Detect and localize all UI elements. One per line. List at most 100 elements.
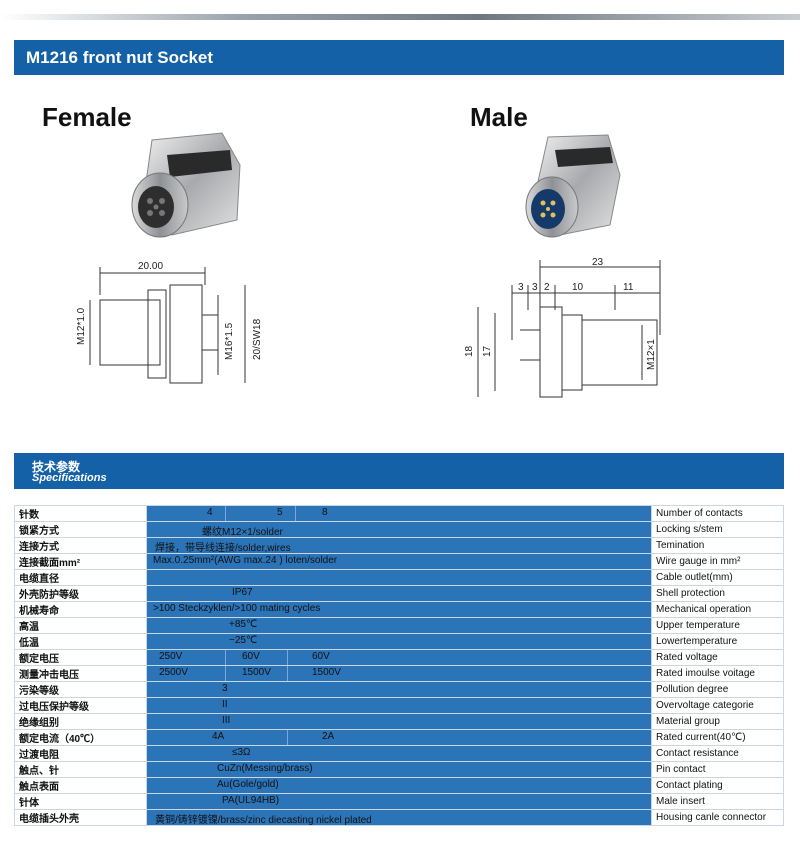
spec-value: 3 — [222, 683, 228, 694]
spec-value-cell: II — [146, 697, 652, 714]
male-connector-photo — [525, 134, 621, 238]
spec-label-en: Mechanical operation — [651, 601, 784, 618]
spec-label-en: Lowertemperature — [651, 633, 784, 650]
female-dim-thread-right: M16*1.5 — [224, 322, 235, 360]
spec-value-cell — [146, 569, 652, 586]
spec-label-cn: 针数 — [14, 505, 147, 522]
female-dim-sw: 20/SW18 — [252, 318, 263, 360]
spec-label-en: Contact plating — [651, 777, 784, 794]
spec-value: 60V — [312, 651, 330, 662]
spec-value: CuZn(Messing/brass) — [217, 763, 313, 774]
spec-value-cell: III — [146, 713, 652, 730]
spec-title-en: Specifications — [32, 472, 107, 484]
spec-value: 2A — [322, 731, 335, 742]
spec-value: +85℃ — [229, 619, 258, 630]
spec-label-cn: 针体 — [14, 793, 147, 810]
spec-label-cn: 连接方式 — [14, 537, 147, 554]
spec-row: 电缆直径 Cable outlet(mm) — [14, 569, 784, 586]
spec-value: III — [222, 715, 231, 726]
male-dim-d1: 3 — [518, 282, 524, 293]
male-dim-h2: 17 — [482, 345, 493, 357]
spec-label-cn: 外壳防护等级 — [14, 585, 147, 602]
spec-label-en: Male insert — [651, 793, 784, 810]
female-connector-photo — [131, 132, 241, 238]
spec-value-cell: 2500V 1500V 1500V — [146, 665, 652, 682]
spec-value-cell: 黄铜/铸锌镀镍/brass/zinc diecasting nickel pla… — [146, 809, 652, 826]
male-label: Male — [470, 102, 528, 132]
spec-label-en: Rated imoulse voitage — [651, 665, 784, 682]
spec-label-en: Material group — [651, 713, 784, 730]
spec-label-cn: 过渡电阻 — [14, 745, 147, 762]
spec-value: 黄铜/铸锌镀镍/brass/zinc diecasting nickel pla… — [155, 815, 372, 826]
spec-cell-divider — [287, 650, 288, 665]
male-dim-d4: 10 — [572, 282, 584, 293]
spec-value: >100 Steckzyklen/>100 mating cycles — [153, 603, 321, 614]
spec-label-en: Rated current(40℃) — [651, 729, 784, 746]
spec-label-en: Locking s/stem — [651, 521, 784, 538]
spec-value: 螺纹M12×1/solder — [202, 527, 283, 538]
spec-label-en: Pollution degree — [651, 681, 784, 698]
spec-cell-divider — [295, 506, 296, 521]
spec-value-cell: −25℃ — [146, 633, 652, 650]
spec-value-cell: Max.0.25mm²(AWG max.24 ) loten/solder — [146, 553, 652, 570]
spec-value: −25℃ — [229, 635, 258, 646]
title-banner: M1216 front nut Socket — [14, 40, 784, 75]
spec-value: 1500V — [242, 667, 271, 678]
page-title: M1216 front nut Socket — [26, 48, 214, 67]
spec-value-cell: +85℃ — [146, 617, 652, 634]
male-dim-d5: 11 — [623, 282, 634, 293]
spec-label-cn: 额定电流（40℃） — [14, 729, 147, 746]
spec-label-en: Temination — [651, 537, 784, 554]
spec-cell-divider — [287, 730, 288, 745]
spec-label-cn: 额定电压 — [14, 649, 147, 666]
spec-label-en: Cable outlet(mm) — [651, 569, 784, 586]
spec-row: 触点、针 CuZn(Messing/brass) Pin contact — [14, 761, 784, 778]
female-dimension-drawing: 20.00 M12*1.0 M16*1.5 20/SW18 — [76, 261, 263, 384]
spec-label-en: Rated voltage — [651, 649, 784, 666]
spec-label-cn: 电缆直径 — [14, 569, 147, 586]
spec-row: 外壳防护等级 IP67 Shell protection — [14, 585, 784, 602]
spec-label-cn: 触点表面 — [14, 777, 147, 794]
spec-label-en: Upper temperature — [651, 617, 784, 634]
male-dim-d2: 3 — [532, 282, 538, 293]
spec-cell-divider — [225, 666, 226, 681]
female-dim-width: 20.00 — [138, 261, 163, 272]
spec-label-en: Shell protection — [651, 585, 784, 602]
spec-label-en: Overvoltage categorie — [651, 697, 784, 714]
male-dim-d3: 2 — [544, 282, 550, 293]
spec-label-en: Pin contact — [651, 761, 784, 778]
spec-label-cn: 连接截面mm² — [14, 553, 147, 570]
spec-row: 绝缘组别 III Material group — [14, 713, 784, 730]
spec-banner: 技术参数 Specifications — [14, 453, 784, 489]
spec-label-cn: 触点、针 — [14, 761, 147, 778]
spec-label-en: Housing canle connector — [651, 809, 784, 826]
spec-value: IP67 — [232, 587, 253, 598]
male-dim-h1: 18 — [464, 345, 475, 357]
spec-label-cn: 过电压保护等级 — [14, 697, 147, 714]
spec-value: ≤3Ω — [232, 747, 251, 758]
spec-value-cell: 3 — [146, 681, 652, 698]
spec-value: 5 — [277, 507, 283, 518]
spec-cell-divider — [225, 650, 226, 665]
spec-label-cn: 绝缘组别 — [14, 713, 147, 730]
male-dimension-drawing: 23 3 3 2 10 11 18 17 M12×1 — [464, 257, 661, 398]
spec-value-cell: 焊接，带导线连接/solder,wires — [146, 537, 652, 554]
spec-value: 2500V — [159, 667, 188, 678]
spec-value-cell: PA(UL94HB) — [146, 793, 652, 810]
spec-label-en: Contact resistance — [651, 745, 784, 762]
spec-label-en: Number of contacts — [651, 505, 784, 522]
spec-value: 1500V — [312, 667, 341, 678]
spec-value-cell: 螺纹M12×1/solder — [146, 521, 652, 538]
